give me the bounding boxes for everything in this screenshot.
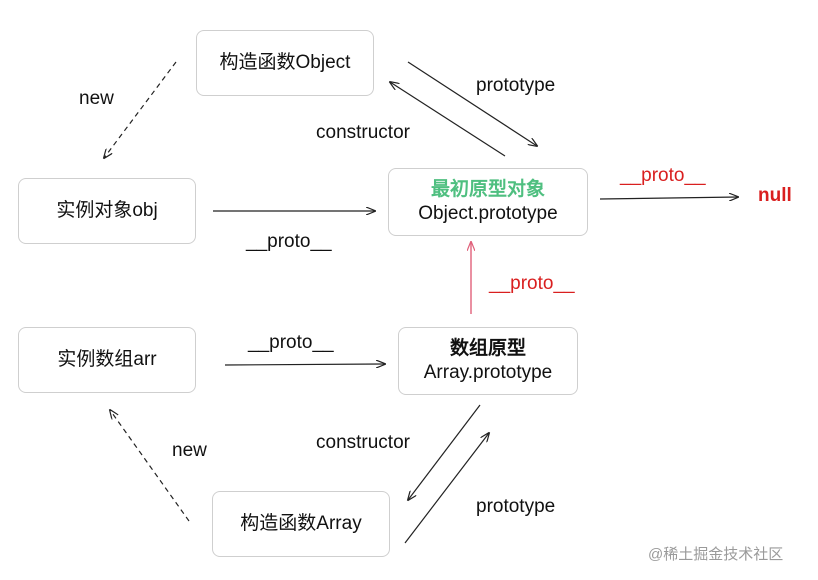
edge-label-proto-null: __proto__: [620, 165, 706, 186]
arrow-prototype-bottom: [404, 433, 489, 544]
arrow-prototype-top: [407, 61, 537, 146]
node-constructor-array-label: 构造函数Array: [240, 513, 362, 535]
edge-label-prototype-top: prototype: [476, 75, 556, 96]
node-constructor-array: 构造函数Array: [212, 491, 390, 557]
arrow-constructor-bottom: [408, 404, 481, 500]
node-object-prototype-name: Object.prototype: [418, 203, 558, 224]
node-constructor-object-label: 构造函数Object: [219, 52, 351, 74]
edge-label-proto-arr: __proto__: [248, 332, 334, 353]
arrow-new-top: [104, 61, 177, 158]
node-object-prototype: 最初原型对象 Object.prototype: [388, 168, 588, 236]
node-array-prototype: 数组原型 Array.prototype: [398, 327, 578, 395]
arrow-new-bottom: [110, 410, 190, 522]
node-array-prototype-name: Array.prototype: [423, 362, 553, 383]
arrow-proto-arr: [224, 364, 385, 365]
edge-label-new-bottom: new: [172, 440, 207, 461]
edge-label-proto-obj: __proto__: [246, 231, 332, 252]
edge-label-constructor-top: constructor: [316, 122, 410, 143]
node-instance-arr: 实例数组arr: [18, 327, 196, 393]
edge-label-proto-arrayproto: __proto__: [489, 273, 575, 294]
node-array-prototype-title: 数组原型: [449, 338, 526, 360]
edge-label-prototype-bottom: prototype: [476, 496, 556, 517]
node-null: null: [758, 185, 792, 206]
watermark: @稀土掘金技术社区: [648, 546, 784, 563]
node-instance-obj-label: 实例对象obj: [56, 200, 158, 222]
edge-label-new-top: new: [79, 88, 114, 109]
node-object-prototype-title: 最初原型对象: [430, 179, 545, 201]
arrow-proto-null: [599, 197, 738, 199]
node-instance-obj: 实例对象obj: [18, 178, 196, 244]
arrow-constructor-top: [390, 82, 506, 157]
edge-label-constructor-bottom: constructor: [316, 432, 410, 453]
node-constructor-object: 构造函数Object: [196, 30, 374, 96]
node-instance-arr-label: 实例数组arr: [57, 349, 157, 371]
